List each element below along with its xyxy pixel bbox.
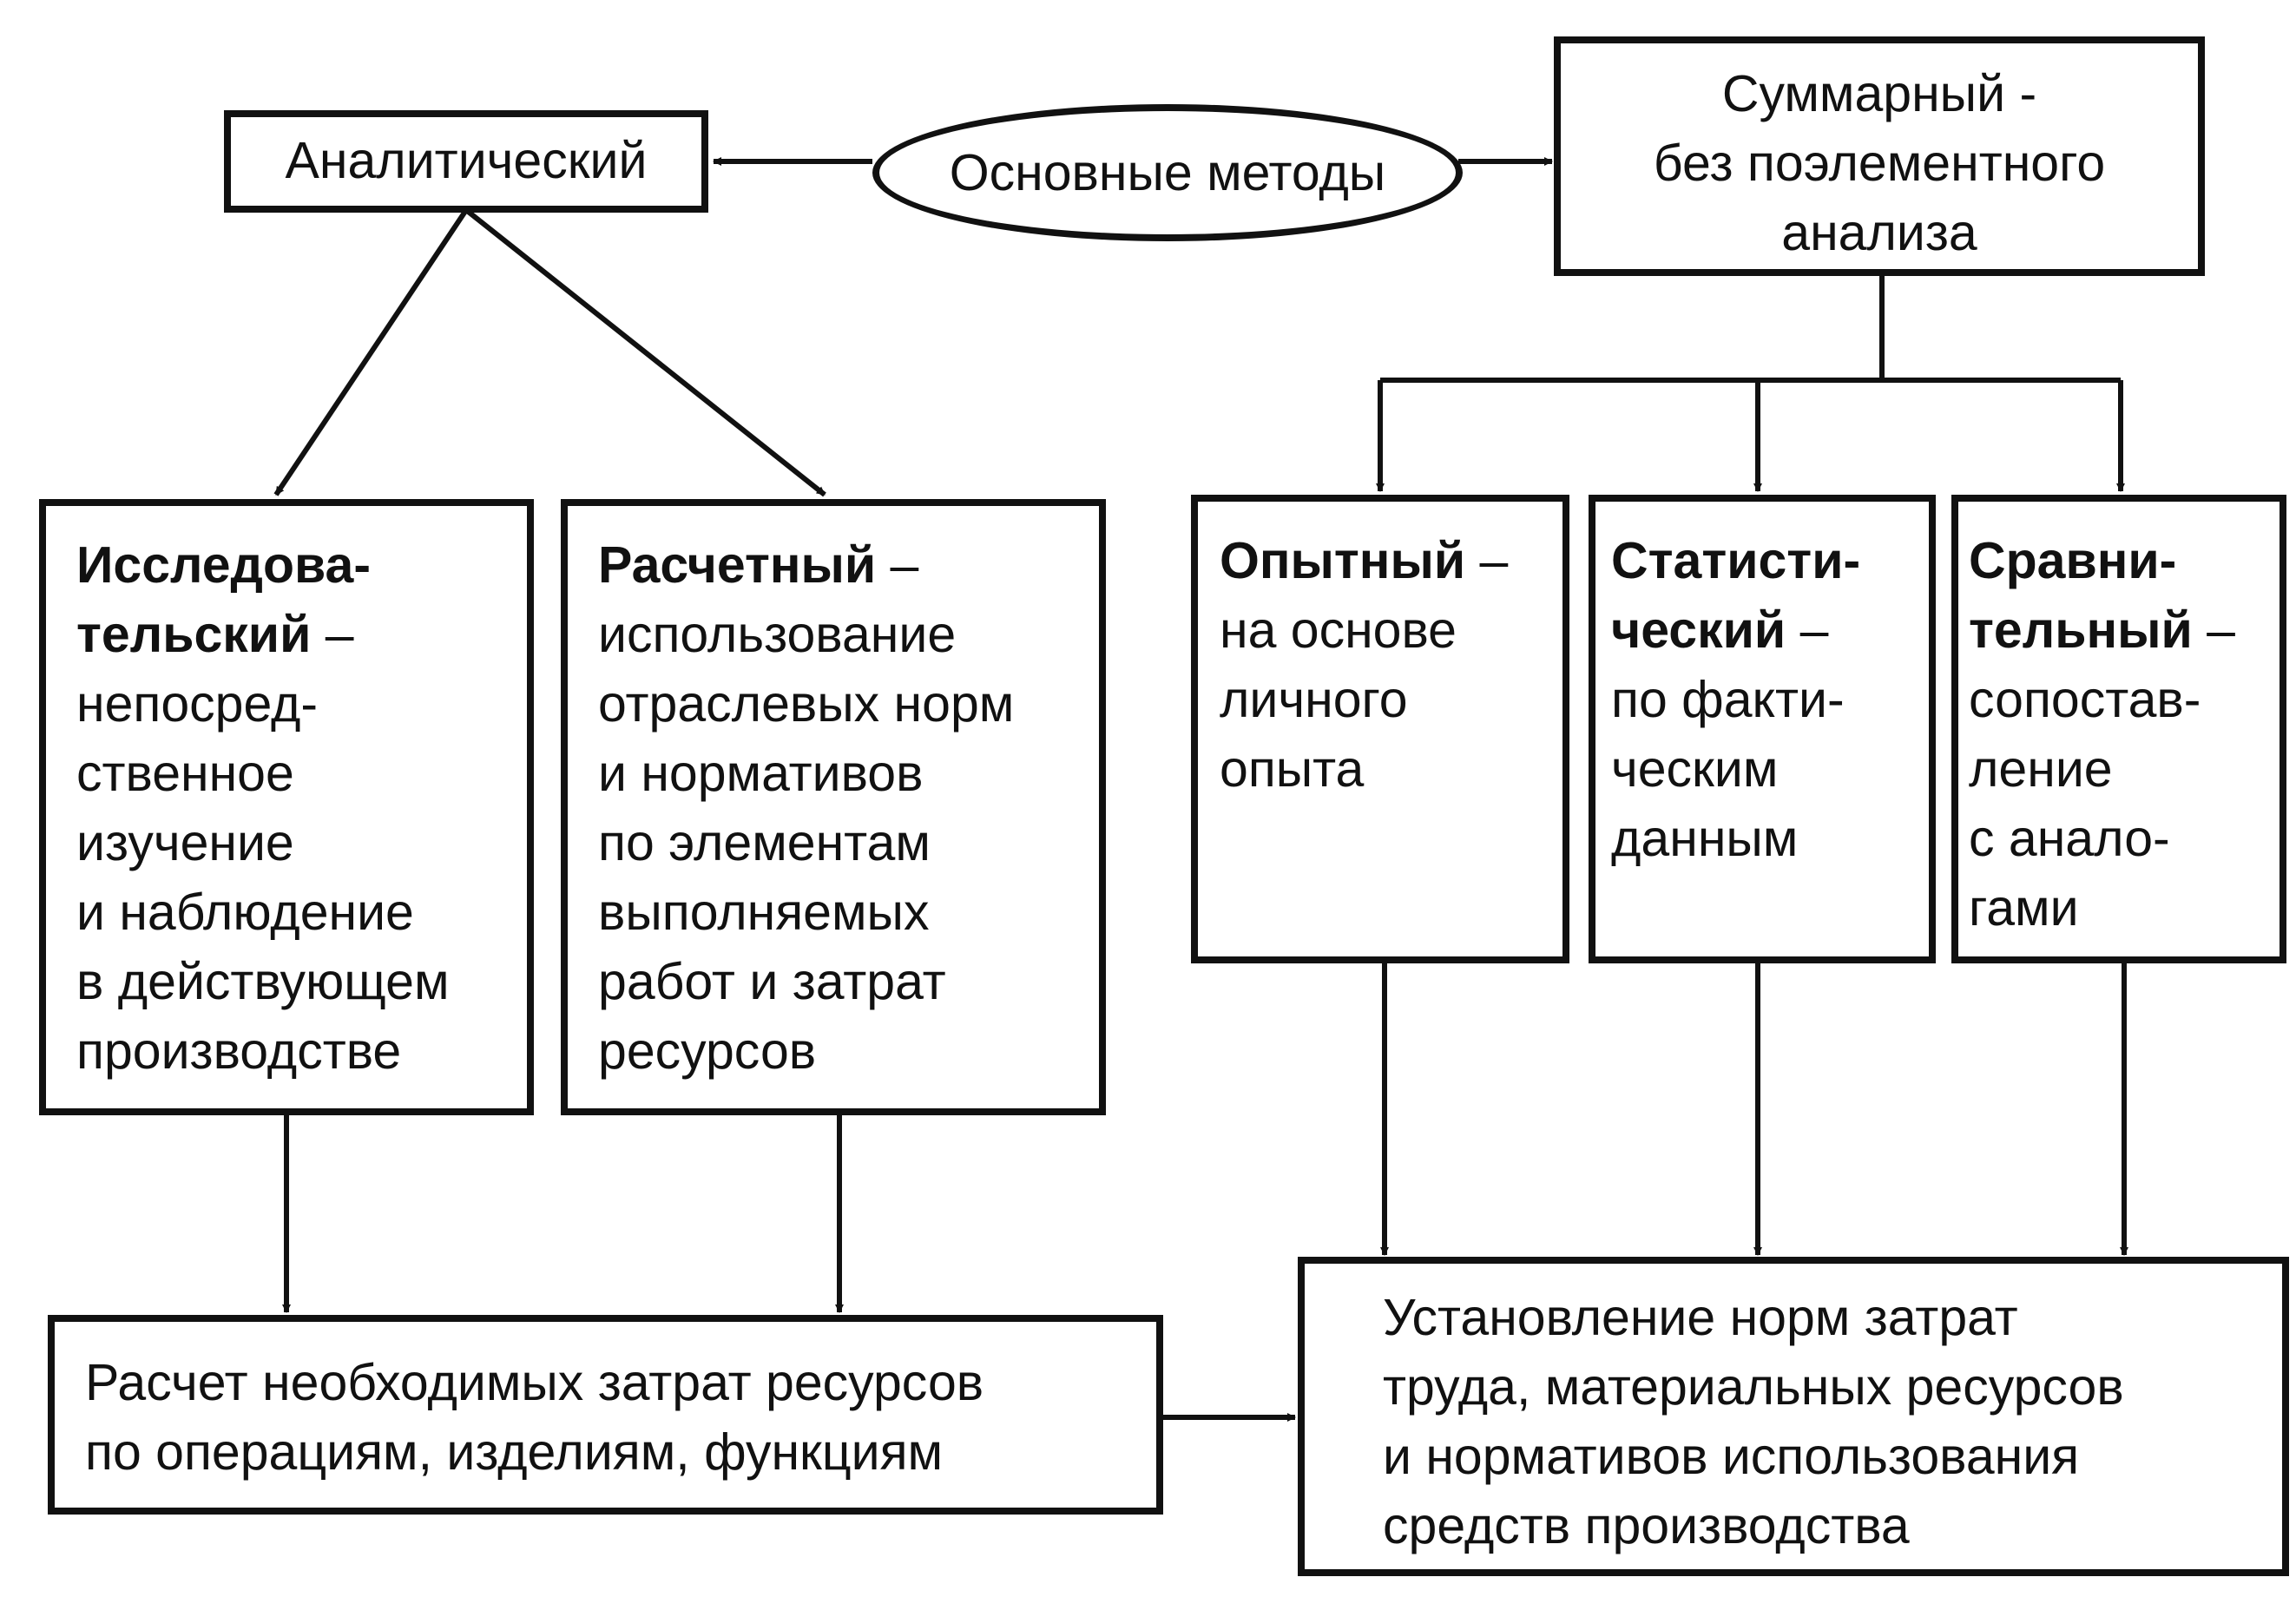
- research-desc-6: производстве: [76, 1022, 402, 1080]
- calc-desc-7: ресурсов: [598, 1022, 817, 1080]
- research-title-1: Исследова-: [76, 536, 371, 594]
- calc-desc-3: и нормативов: [598, 745, 924, 802]
- norms-result-box: Установление норм затрат труда, материал…: [1298, 1257, 2289, 1576]
- comparative-desc-2: ление: [1969, 740, 2113, 798]
- analytic-box: Аналитический: [224, 110, 708, 213]
- statistical-method-box: Статисти- ческий – по факти- ческим данн…: [1589, 495, 1936, 963]
- calc-result-box: Расчет необходимых затрат ресурсов по оп…: [48, 1315, 1163, 1515]
- norms-result-line-4: средств производства: [1383, 1497, 1910, 1554]
- experimental-desc-2: личного: [1220, 671, 1408, 728]
- calc-desc-4: по элементам: [598, 814, 931, 871]
- research-desc-4: и наблюдение: [76, 884, 414, 941]
- comparative-desc-3: с анало-: [1969, 810, 2170, 867]
- comparative-title-1: Сравни-: [1969, 532, 2177, 589]
- norms-result-line-3: и нормативов использования: [1383, 1428, 2080, 1485]
- comparative-title-2: тельный –: [1969, 601, 2235, 659]
- experimental-method-box: Опытный – на основе личного опыта: [1191, 495, 1569, 963]
- research-method-box: Исследова- тельский – непосред- ственное…: [39, 499, 534, 1115]
- summary-box: Суммарный - без поэлементного анализа: [1554, 36, 2205, 276]
- main-methods-oval: Основные методы: [872, 104, 1463, 241]
- calc-desc-2: отраслевых норм: [598, 675, 1015, 733]
- arrow-analytic-to-calc: [464, 207, 826, 497]
- calc-result-line-1: Расчет необходимых затрат ресурсов: [85, 1354, 984, 1411]
- arrow-analytic-to-research: [273, 208, 469, 496]
- comparative-desc-4: гами: [1969, 879, 2079, 936]
- statistical-desc-1: по факти-: [1611, 671, 1845, 728]
- analytic-label: Аналитический: [285, 132, 648, 189]
- calc-method-box: Расчетный – использование отраслевых нор…: [561, 499, 1106, 1115]
- calc-desc-1: использование: [598, 606, 957, 663]
- statistical-desc-3: данным: [1611, 810, 1799, 867]
- experimental-desc-1: на основе: [1220, 601, 1457, 659]
- summary-line-1: Суммарный -: [1721, 65, 2037, 122]
- summary-line-3: анализа: [1781, 204, 1977, 261]
- comparative-desc-1: сопостав-: [1969, 671, 2201, 728]
- research-desc-1: непосред-: [76, 675, 319, 733]
- main-methods-label: Основные методы: [949, 144, 1386, 201]
- calc-desc-6: работ и затрат: [598, 953, 946, 1010]
- research-title-2: тельский –: [76, 606, 354, 663]
- statistical-title-2: ческий –: [1611, 601, 1829, 659]
- norms-result-line-1: Установление норм затрат: [1383, 1289, 2018, 1346]
- norms-result-line-2: труда, материальных ресурсов: [1383, 1358, 2124, 1416]
- calc-desc-5: выполняемых: [598, 884, 930, 941]
- comparative-method-box: Сравни- тельный – сопостав- ление с анал…: [1951, 495, 2286, 963]
- statistical-title-1: Статисти-: [1611, 532, 1861, 589]
- calc-title: Расчетный –: [598, 536, 919, 594]
- research-desc-5: в действующем: [76, 953, 450, 1010]
- experimental-title: Опытный –: [1220, 532, 1509, 589]
- research-desc-3: изучение: [76, 814, 294, 871]
- summary-line-2: без поэлементного: [1653, 135, 2106, 192]
- statistical-desc-2: ческим: [1611, 740, 1779, 798]
- research-desc-2: ственное: [76, 745, 294, 802]
- calc-result-line-2: по операциям, изделиям, функциям: [85, 1423, 944, 1481]
- experimental-desc-3: опыта: [1220, 740, 1365, 798]
